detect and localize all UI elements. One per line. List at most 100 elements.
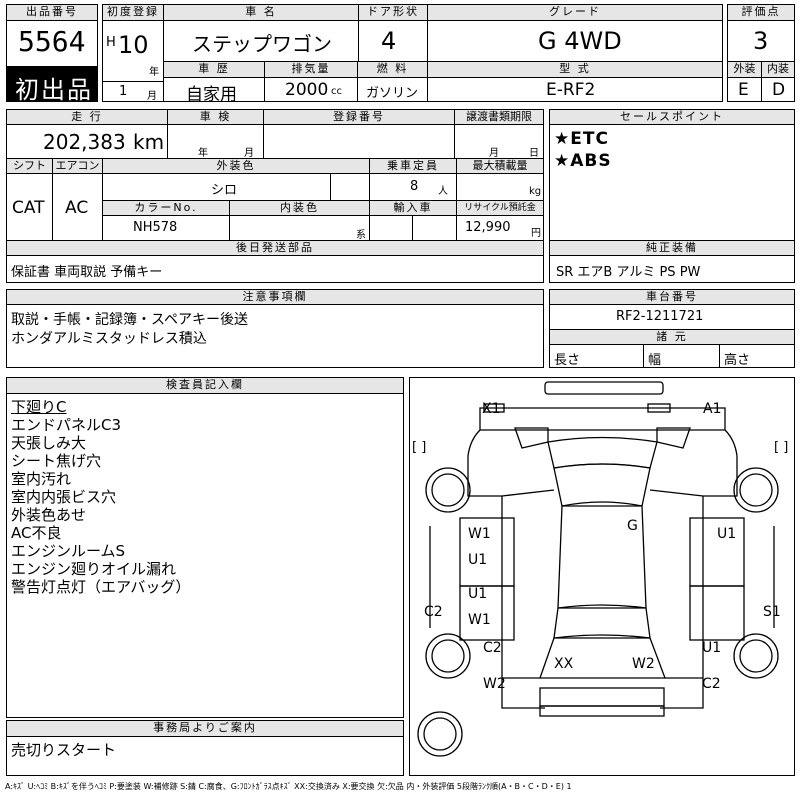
selling-points-box: ★ETC ★ABS xyxy=(549,124,795,241)
inspection-box: 年 月 xyxy=(167,124,264,159)
shift-box: CAT xyxy=(6,173,53,241)
inspector-line-3: 天張しみ大 xyxy=(11,434,87,452)
fuel-value: ガソリン xyxy=(366,86,419,101)
model-value: E-RF2 xyxy=(546,80,596,100)
capacity-label: 乗車定員 xyxy=(369,158,457,174)
capacity-box: 8 人 xyxy=(369,173,457,201)
aircon-value: AC xyxy=(65,198,89,218)
capacity-value: 8 xyxy=(410,179,419,194)
notes-line-1: 取説・手帳・記録簿・スペアキー後送 xyxy=(11,312,249,328)
mark-w2-a: W2 xyxy=(632,656,655,672)
chassis-box: RF2-1211721 xyxy=(549,304,795,330)
mark-c2-right: C2 xyxy=(702,676,721,692)
mark-g: G xyxy=(627,518,638,534)
office-text: 売切りスタート xyxy=(11,741,117,759)
transfer-day-unit: 日 xyxy=(529,148,539,159)
inspector-line-1: 下廻りC xyxy=(11,398,67,416)
mark-c2-left: C2 xyxy=(424,604,443,620)
inspector-label: 検査員記入欄 xyxy=(6,377,404,394)
reg-number-box xyxy=(263,124,455,159)
month-unit: 月 xyxy=(147,91,157,102)
mark-a1-top: A1 xyxy=(703,401,722,417)
inspection-label: 車 検 xyxy=(167,109,264,125)
import-box-b xyxy=(412,215,457,241)
office-label: 事務局よりご案内 xyxy=(6,720,404,737)
interior-grade-box: D xyxy=(761,77,795,102)
car-name: ステップワゴン xyxy=(192,32,332,56)
inspector-line-7: 外装色あせ xyxy=(11,506,87,524)
inspector-line-5: 室内汚れ xyxy=(11,470,72,488)
import-label: 輸入車 xyxy=(369,200,457,216)
score-label: 評価点 xyxy=(727,4,795,21)
legend: A:ｷｽﾞ U:ﾍｺﾐ B:ｷｽﾞを伴うﾍｺﾐ P:要塗装 W:補修跡 S:錆 … xyxy=(5,782,572,791)
ext-color-label: 外装色 xyxy=(102,158,370,174)
mileage-box: 202,383 km xyxy=(6,124,168,159)
door-box: 4 xyxy=(358,20,428,62)
mark-c2-mid: C2 xyxy=(483,640,502,656)
first-listing-badge: 初出品 xyxy=(6,67,98,104)
ext-color-box: シロ xyxy=(102,173,331,201)
score-box: 3 xyxy=(727,20,795,62)
genuine-equipment-value: SR エアB アルミ PS PW xyxy=(556,265,701,280)
notes-line-2: ホンダアルミスタッドレス積込 xyxy=(11,331,207,347)
inspector-line-9: エンジンルームS xyxy=(11,542,126,560)
height-box: 高さ xyxy=(719,344,795,368)
exterior-grade-label: 外装 xyxy=(727,61,762,78)
inspector-line-11: 警告灯点灯（エアバッグ） xyxy=(11,578,191,596)
grade-box: G 4WD xyxy=(427,20,723,62)
mileage-value: 202,383 xyxy=(43,130,126,154)
chassis-label: 車台番号 xyxy=(549,289,795,305)
width-label: 幅 xyxy=(648,353,662,368)
recycle-value: 12,990 xyxy=(465,220,511,235)
grade-label: グレード xyxy=(427,4,723,21)
lot-number-box: 5564 xyxy=(6,20,98,67)
height-label: 高さ xyxy=(724,353,751,368)
damage-diagram: X1 A1 [ ] [ ] G W1 U1 U1 U1 W1 C2 S1 C2 … xyxy=(409,377,795,776)
interior-grade: D xyxy=(772,80,786,100)
recycle-label: リサイクル預託金 xyxy=(456,200,544,216)
ext-color-value: シロ xyxy=(211,183,238,198)
inspector-line-10: エンジン廻りオイル漏れ xyxy=(11,560,177,578)
exterior-grade: E xyxy=(738,80,749,100)
first-reg-month-box: 1 月 xyxy=(102,81,164,102)
history-value: 自家用 xyxy=(186,85,237,105)
inspector-line-6: 室内内張ビス穴 xyxy=(11,488,117,506)
color-no-value: NH578 xyxy=(133,220,178,235)
inspector-line-8: AC不良 xyxy=(11,524,62,542)
model-label: 型 式 xyxy=(427,61,723,78)
history-label: 車 歴 xyxy=(163,61,265,78)
history-box: 自家用 xyxy=(163,77,265,105)
selling-point-2: ★ABS xyxy=(554,151,612,171)
notes-box: 取説・手帳・記録簿・スペアキー後送 ホンダアルミスタッドレス積込 xyxy=(6,304,544,368)
lot-number: 5564 xyxy=(18,25,86,58)
first-reg-box: H 10 年 xyxy=(102,20,164,82)
aircon-box: AC xyxy=(52,173,103,241)
max-load-label: 最大積載量 xyxy=(456,158,544,174)
ext-color-extra-box xyxy=(330,173,370,201)
shift-value: CAT xyxy=(12,198,45,218)
later-parts-value: 保証書 車両取説 予備キー xyxy=(11,265,163,280)
mileage-label: 走 行 xyxy=(6,109,168,125)
selling-point-1: ★ETC xyxy=(554,129,609,149)
first-listing-text: 初出品 xyxy=(15,76,93,104)
int-color-label: 内装色 xyxy=(229,200,370,216)
model-box: E-RF2 xyxy=(427,77,723,102)
max-load-box: kg xyxy=(456,173,544,201)
era: H xyxy=(106,35,116,50)
mark-w1-a: W1 xyxy=(468,526,491,542)
length-label: 長さ xyxy=(554,353,581,368)
chassis-number: RF2-1211721 xyxy=(616,309,704,324)
inspector-line-4: シート焦げ穴 xyxy=(11,452,102,470)
mark-u1-d: U1 xyxy=(702,640,722,656)
mark-xx: XX xyxy=(554,656,574,672)
genuine-equipment-box: SR エアB アルミ PS PW xyxy=(549,255,795,283)
car-outline-diagram xyxy=(417,381,779,757)
transfer-box: 月 日 xyxy=(454,124,544,159)
length-box: 長さ xyxy=(549,344,644,368)
max-load-unit: kg xyxy=(529,186,542,197)
dims-label: 諸 元 xyxy=(549,329,795,345)
fuel-label: 燃 料 xyxy=(357,61,428,78)
mark-s1: S1 xyxy=(763,604,781,620)
door-value: 4 xyxy=(381,27,397,55)
aircon-label: エアコン xyxy=(52,158,103,174)
